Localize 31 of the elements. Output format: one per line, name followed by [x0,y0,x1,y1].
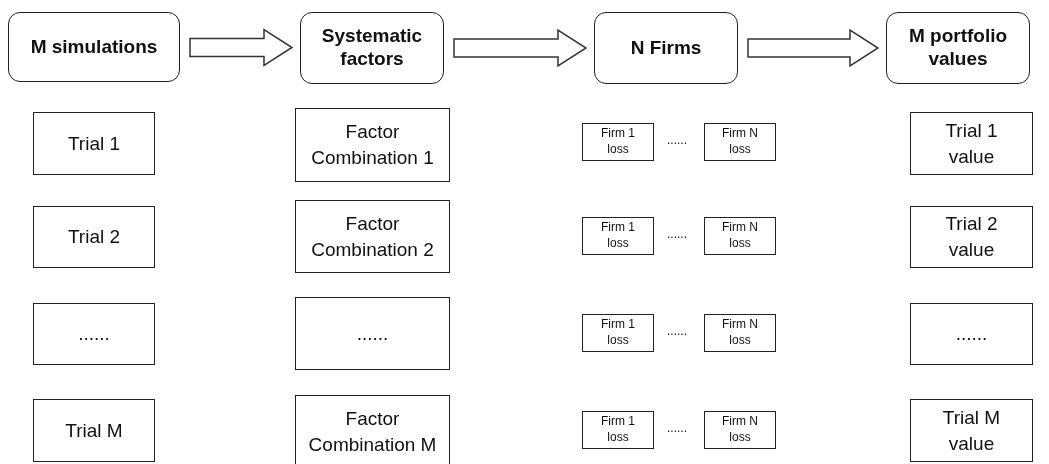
process-box: ...... [910,303,1033,365]
block-arrow [189,28,294,67]
ellipsis-text: ...... [667,133,687,147]
process-box: ...... [295,297,450,370]
block-arrow [747,28,880,68]
process-box: Trial M [33,399,155,462]
block-arrow [453,28,588,68]
process-box: ...... [33,303,155,365]
firm-box: Firm N loss [704,217,776,255]
process-box: Factor Combination M [295,395,450,464]
process-box: Trial 2 value [910,206,1033,268]
firm-box: Firm 1 loss [582,123,654,161]
header-box: M simulations [8,12,180,82]
process-box: Trial M value [910,399,1033,462]
process-box: Trial 1 value [910,112,1033,175]
header-box: Systematic factors [300,12,444,84]
process-box: Trial 1 [33,112,155,175]
process-box: Factor Combination 1 [295,108,450,182]
ellipsis-text: ...... [667,421,687,435]
process-box: Factor Combination 2 [295,200,450,273]
header-box: M portfolio values [886,12,1030,84]
firm-box: Firm 1 loss [582,217,654,255]
header-box: N Firms [594,12,738,84]
firm-box: Firm N loss [704,314,776,352]
ellipsis-text: ...... [667,227,687,241]
firm-box: Firm N loss [704,411,776,449]
ellipsis-text: ...... [667,324,687,338]
process-box: Trial 2 [33,206,155,268]
firm-box: Firm N loss [704,123,776,161]
firm-box: Firm 1 loss [582,411,654,449]
firm-box: Firm 1 loss [582,314,654,352]
